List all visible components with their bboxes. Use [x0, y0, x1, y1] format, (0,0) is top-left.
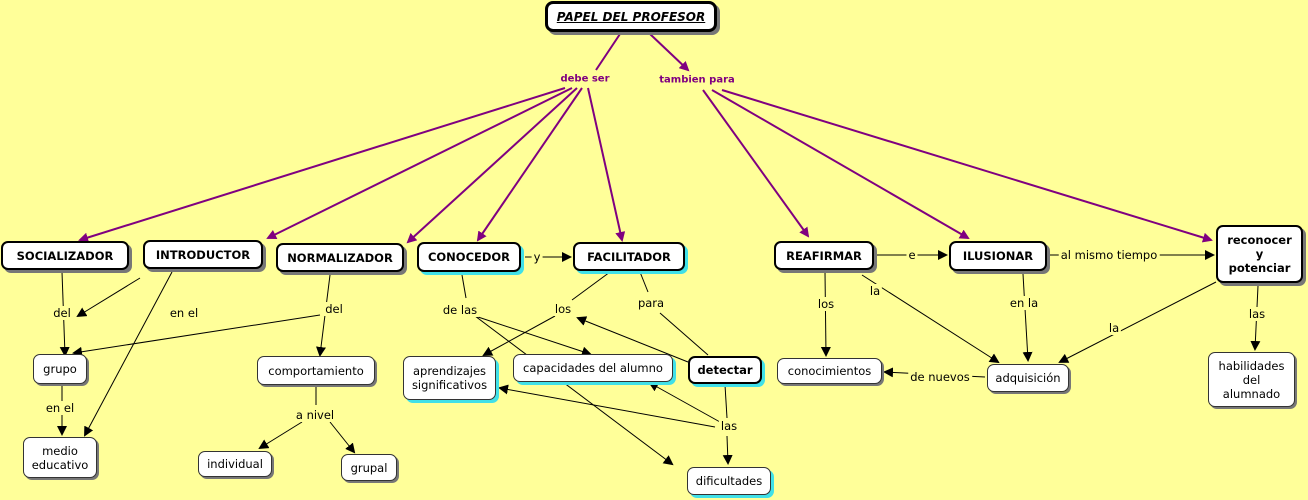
label-del-socializador: del: [51, 306, 73, 320]
link-tambien-para: tambien para: [659, 74, 735, 86]
label-y: y: [531, 250, 543, 264]
label-en-la: en la: [1007, 296, 1041, 310]
label-la-reafirmar: la: [867, 284, 883, 298]
label-para: para: [635, 296, 667, 310]
node-facilitador: FACILITADOR: [573, 242, 685, 271]
node-introductor: INTRODUCTOR: [143, 240, 263, 269]
label-a-nivel: a nivel: [293, 408, 337, 422]
node-socializador: SOCIALIZADOR: [1, 241, 129, 270]
node-medio-educativo: medio educativo: [23, 437, 97, 478]
root-node: PAPEL DEL PROFESOR: [545, 1, 717, 32]
label-del-normalizador: del: [323, 302, 345, 316]
label-de-nuevos: de nuevos: [908, 370, 972, 384]
node-ilusionar: ILUSIONAR: [949, 241, 1047, 271]
label-en-el-grupo: en el: [43, 401, 77, 415]
node-detectar: detectar: [688, 356, 762, 384]
label-las-detectar: las: [718, 419, 740, 433]
node-conocedor: CONOCEDOR: [417, 242, 521, 272]
label-la-reconocer: la: [1106, 321, 1122, 335]
node-grupal: grupal: [341, 454, 397, 481]
node-comportamiento: comportamiento: [257, 356, 375, 385]
label-de-las: de las: [440, 303, 480, 317]
label-los-reafirmar: los: [815, 297, 837, 311]
node-grupo: grupo: [33, 354, 87, 384]
node-normalizador: NORMALIZADOR: [276, 243, 404, 272]
node-reafirmar: REAFIRMAR: [774, 241, 874, 270]
label-las-reconocer: las: [1246, 307, 1268, 321]
node-adquisicion: adquisición: [987, 364, 1069, 392]
node-capacidades-del-alumno: capacidades del alumno: [513, 354, 673, 382]
link-debe-ser: debe ser: [560, 73, 610, 85]
label-en-el-introductor: en el: [167, 306, 201, 320]
node-individual: individual: [198, 451, 272, 477]
node-aprendizajes-significativos: aprendizajes significativos: [403, 356, 496, 400]
node-dificultades: dificultades: [687, 467, 771, 495]
node-reconocer-y-potenciar: reconocer y potenciar: [1216, 225, 1303, 283]
node-conocimientos: conocimientos: [777, 358, 882, 384]
node-habilidades-del-alumnado: habilidades del alumnado: [1208, 352, 1295, 407]
label-e: e: [906, 248, 918, 262]
label-los-facilitador: los: [552, 302, 574, 316]
label-al-mismo-tiempo: al mismo tiempo: [1058, 248, 1160, 262]
